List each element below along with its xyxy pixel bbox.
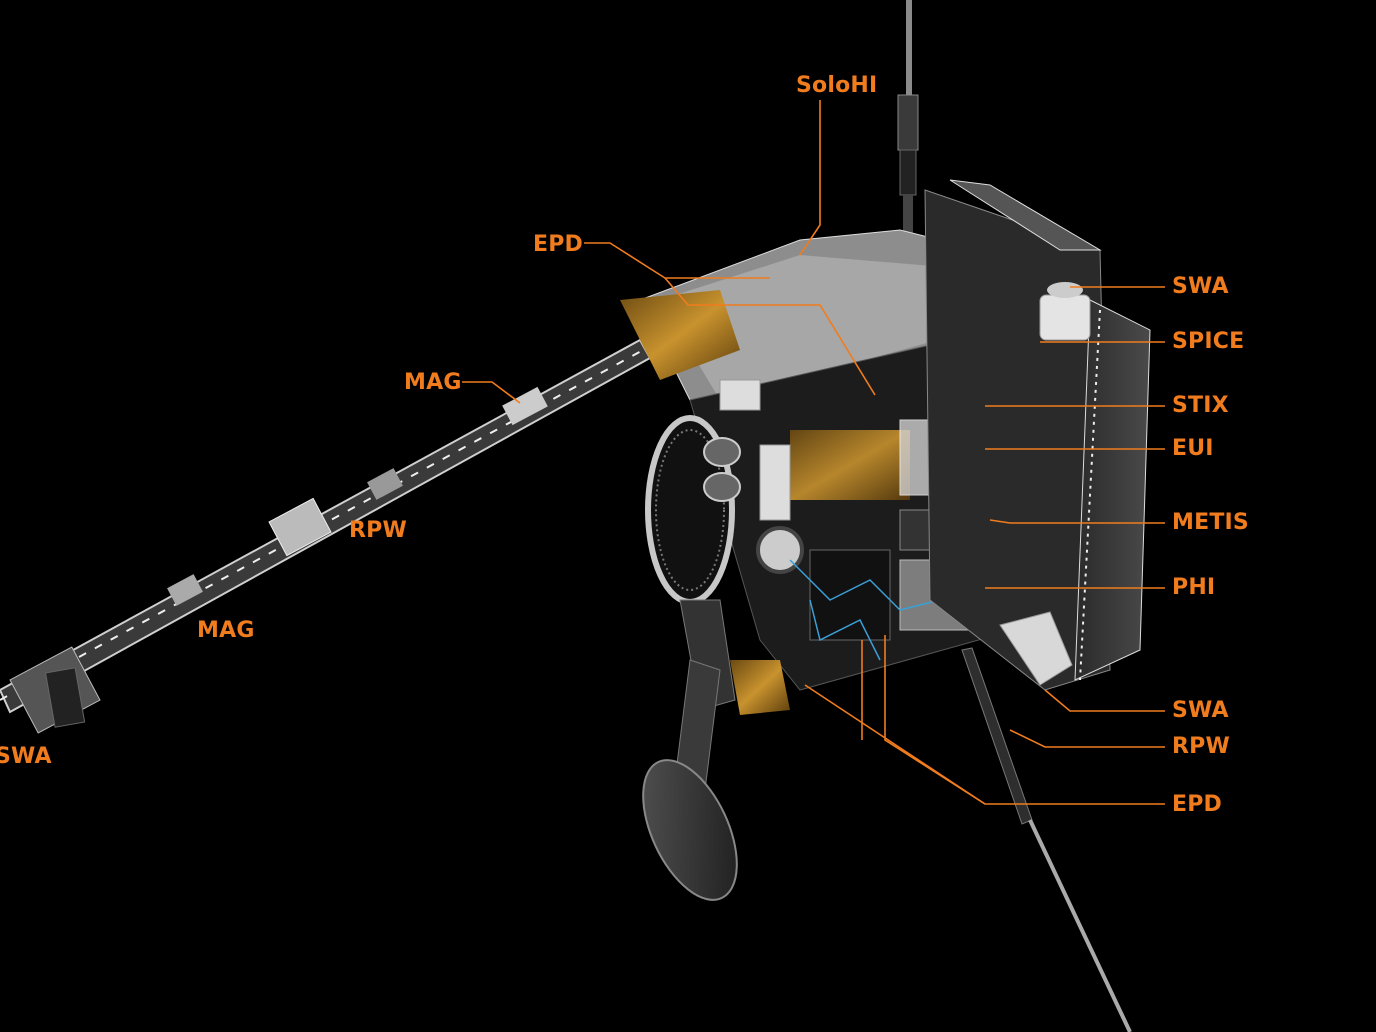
leader-epd-top xyxy=(584,242,770,279)
high-gain-antenna xyxy=(642,599,738,901)
leader-epd-top-branch xyxy=(664,277,876,396)
leader-swa-bottom xyxy=(1044,689,1165,712)
label-mag-top: MAG xyxy=(404,370,462,395)
label-rpw-right: RPW xyxy=(1172,734,1230,759)
leader-soloHI xyxy=(799,100,821,256)
leader-metis xyxy=(989,519,1165,524)
label-rpw-boom: RPW xyxy=(349,518,407,543)
label-phi: PHI xyxy=(1172,575,1216,600)
leader-epd-bottom-a xyxy=(884,635,986,805)
instrument-boom xyxy=(0,338,652,734)
label-soloHI: SoloHI xyxy=(796,73,878,98)
label-metis: METIS xyxy=(1172,510,1249,535)
label-swa-left: SWA xyxy=(0,744,52,769)
leader-lines xyxy=(462,100,1165,805)
label-mag-boom: MAG xyxy=(197,618,255,643)
label-epd-bottom: EPD xyxy=(1172,792,1223,817)
label-eui: EUI xyxy=(1172,436,1214,461)
label-stix: STIX xyxy=(1172,393,1229,418)
lower-antenna xyxy=(961,647,1132,1032)
telescope-ring xyxy=(645,379,790,715)
label-epd-top: EPD xyxy=(533,232,584,257)
label-spice: SPICE xyxy=(1172,329,1245,354)
leader-rpw-right xyxy=(1009,729,1165,748)
label-swa-bottom: SWA xyxy=(1172,698,1229,723)
label-swa-top: SWA xyxy=(1172,274,1229,299)
leader-mag-top xyxy=(462,381,521,404)
